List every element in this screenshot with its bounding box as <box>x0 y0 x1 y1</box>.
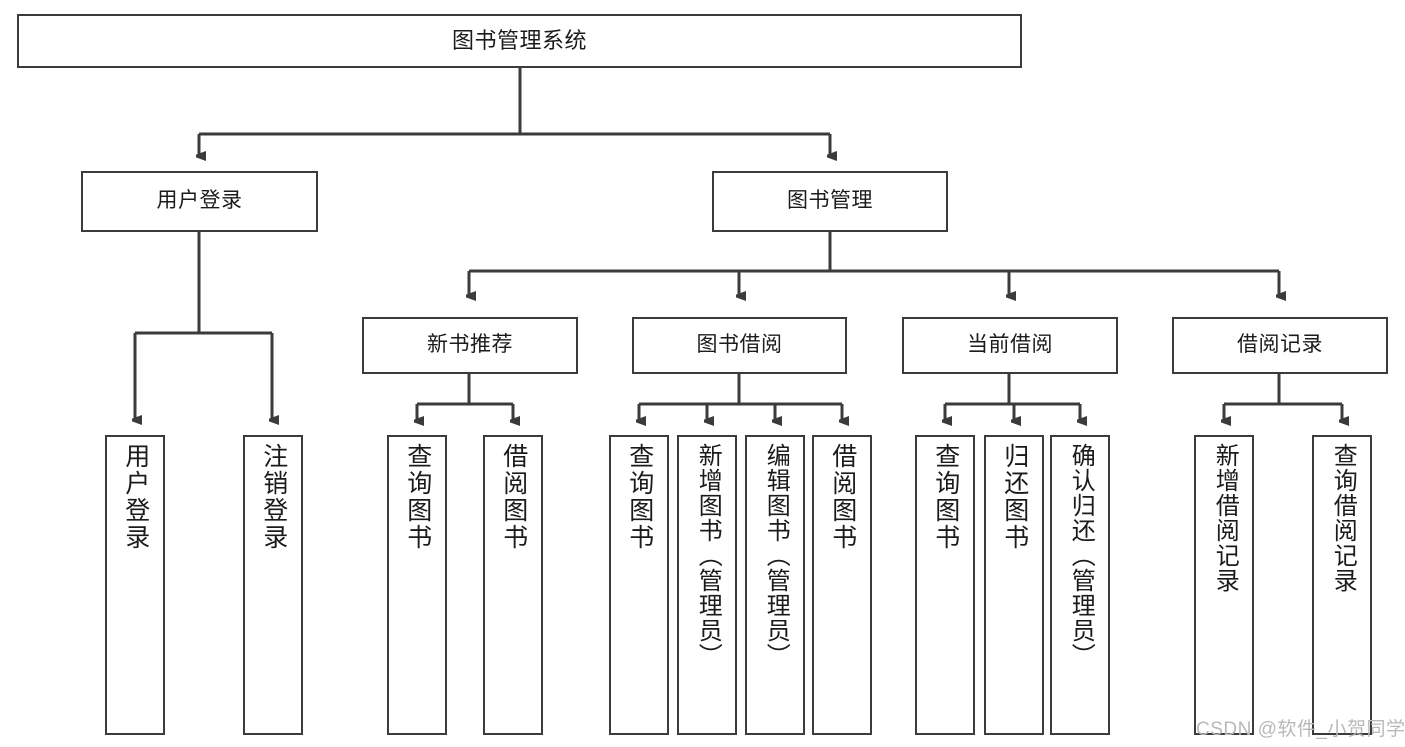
node-label: 图书借阅 <box>696 333 783 357</box>
node-label: 借阅记录 <box>1237 333 1323 357</box>
node-borrow-record[interactable]: 借阅记录 <box>1172 317 1388 374</box>
node-label: 确认归还（管理员） <box>1067 443 1095 668</box>
leaf-record-add-record[interactable]: 新增借阅记录 <box>1194 435 1254 735</box>
node-label: 查询图书 <box>625 443 654 551</box>
leaf-borrow-borrow-book[interactable]: 借阅图书 <box>812 435 872 735</box>
leaf-recommend-query-book[interactable]: 查询图书 <box>387 435 447 735</box>
node-label: 图书管理 <box>787 189 873 213</box>
node-label: 新书推荐 <box>427 333 513 357</box>
leaf-current-query-book[interactable]: 查询图书 <box>915 435 975 735</box>
node-root-system[interactable]: 图书管理系统 <box>17 14 1022 68</box>
node-label: 归还图书 <box>1000 443 1029 551</box>
watermark-text: CSDN @软件_小贺同学 <box>1196 719 1405 740</box>
node-label: 新增图书（管理员） <box>694 443 722 668</box>
node-label: 用户登录 <box>121 443 150 551</box>
leaf-current-return-book[interactable]: 归还图书 <box>984 435 1044 735</box>
node-book-management[interactable]: 图书管理 <box>712 171 948 232</box>
leaf-borrow-query-book[interactable]: 查询图书 <box>609 435 669 735</box>
leaf-user-logout[interactable]: 注销登录 <box>243 435 303 735</box>
node-label: 新增借阅记录 <box>1211 443 1239 593</box>
node-book-borrow[interactable]: 图书借阅 <box>632 317 847 374</box>
leaf-current-confirm-return-admin[interactable]: 确认归还（管理员） <box>1050 435 1110 735</box>
node-label: 查询图书 <box>931 443 960 551</box>
leaf-recommend-borrow-book[interactable]: 借阅图书 <box>483 435 543 735</box>
node-label: 用户登录 <box>156 189 243 213</box>
leaf-record-query-record[interactable]: 查询借阅记录 <box>1312 435 1372 735</box>
leaf-user-login[interactable]: 用户登录 <box>105 435 165 735</box>
node-label: 查询图书 <box>403 443 432 551</box>
leaf-borrow-edit-book-admin[interactable]: 编辑图书（管理员） <box>745 435 805 735</box>
leaf-borrow-add-book-admin[interactable]: 新增图书（管理员） <box>677 435 737 735</box>
node-user-login[interactable]: 用户登录 <box>81 171 318 232</box>
node-new-book-recommend[interactable]: 新书推荐 <box>362 317 578 374</box>
node-label: 借阅图书 <box>828 443 857 551</box>
node-current-borrow[interactable]: 当前借阅 <box>902 317 1118 374</box>
node-label: 图书管理系统 <box>451 28 587 54</box>
node-label: 当前借阅 <box>967 333 1053 357</box>
node-label: 注销登录 <box>259 443 288 551</box>
node-label: 编辑图书（管理员） <box>762 443 790 668</box>
node-label: 借阅图书 <box>499 443 528 551</box>
node-label: 查询借阅记录 <box>1329 443 1357 593</box>
